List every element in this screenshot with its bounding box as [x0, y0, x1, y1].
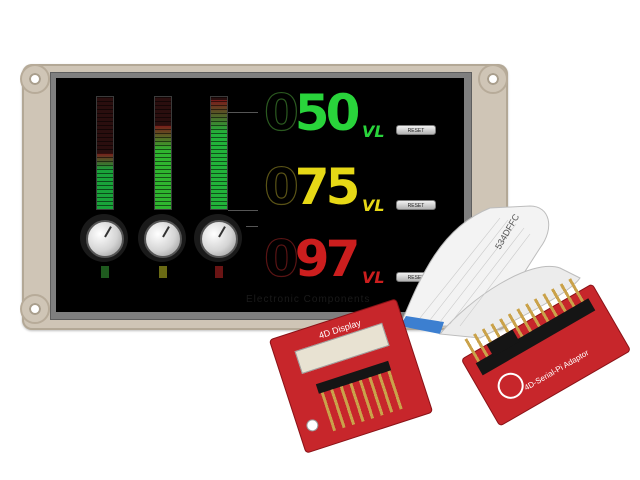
readout-unit: VL [362, 196, 385, 215]
connector-line [228, 112, 258, 113]
readout-unit: VL [362, 122, 385, 141]
readout-3: 097 [263, 233, 360, 284]
display-screen[interactable]: 050 VL RESET 075 VL RESET 097 VL RESET E… [56, 78, 464, 312]
bar-meter [210, 96, 228, 210]
reset-button[interactable]: RESET [396, 125, 436, 135]
readout-ghost-digit: 0 [263, 158, 299, 216]
mounting-hole-top-left [20, 64, 50, 94]
readout-unit: VL [362, 268, 385, 287]
indicator-led [101, 266, 109, 278]
rotary-knob[interactable] [200, 220, 238, 258]
readout-2: 075 [263, 161, 360, 212]
readout-ghost-digit: 0 [263, 84, 299, 142]
readout-ghost-digit: 0 [263, 230, 299, 288]
connector-line [228, 210, 258, 211]
readout-value: 75 [294, 158, 361, 216]
readout-value: 97 [294, 230, 361, 288]
connector-line [246, 226, 258, 227]
readout-1: 050 [263, 87, 360, 138]
bar-meter [154, 96, 172, 210]
bar-meter [96, 96, 114, 210]
mounting-hole-bottom-left [20, 294, 50, 324]
indicator-led [215, 266, 223, 278]
ribbon-cable: 534DFFC [399, 205, 581, 339]
readout-value: 50 [294, 84, 361, 142]
mounting-hole [304, 417, 320, 433]
board-label: 4D-Serial-Pi Adaptor [522, 348, 591, 393]
rotary-knob[interactable] [86, 220, 124, 258]
reset-button[interactable]: RESET [396, 200, 436, 210]
screen-brand-text: Electronic Components [246, 294, 371, 305]
indicator-led [159, 266, 167, 278]
rotary-knob[interactable] [144, 220, 182, 258]
mounting-hole-top-right [478, 64, 508, 94]
